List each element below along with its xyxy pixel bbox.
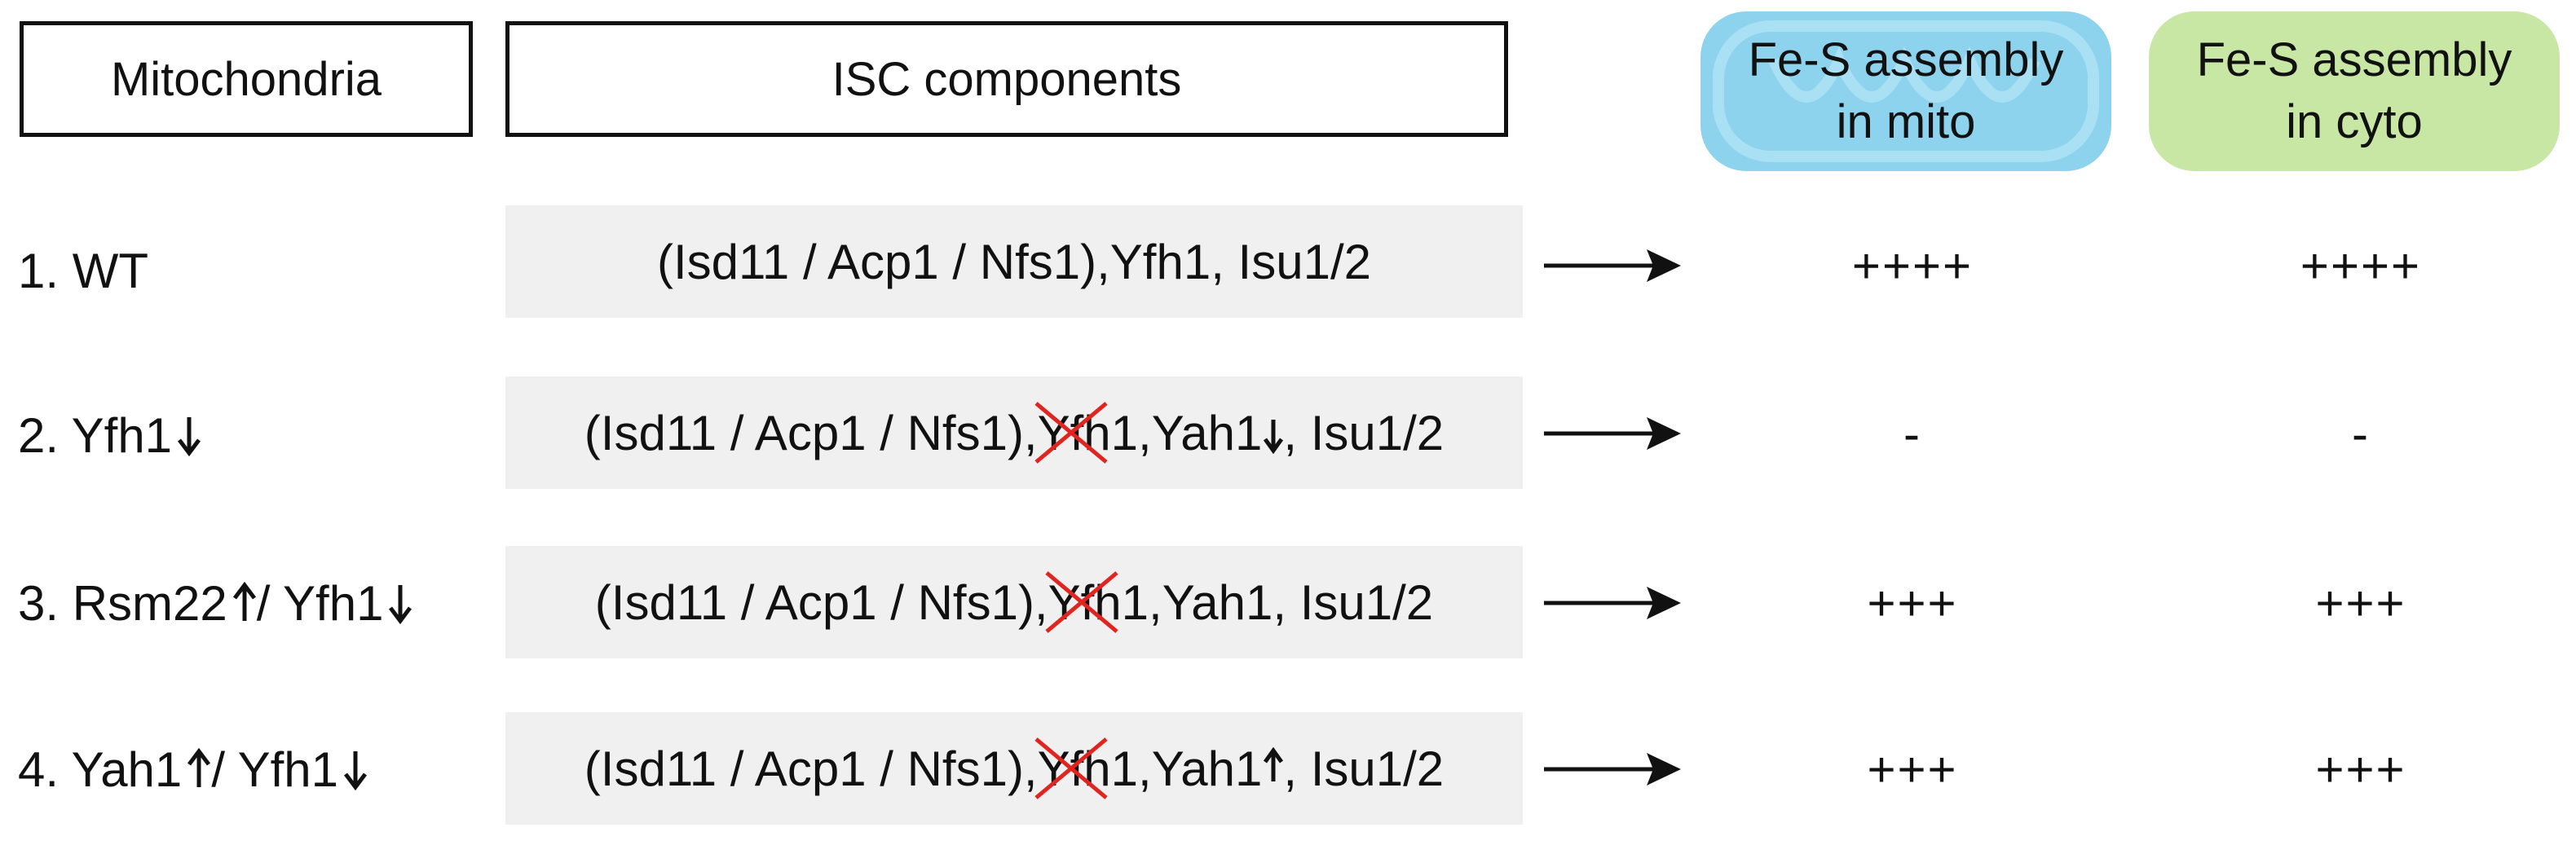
row-2-yah1: Yah1 [1151, 405, 1263, 460]
red-cross-icon [1044, 570, 1118, 633]
row-2-label: 2. Yfh1 [18, 394, 201, 476]
row-1-strain: 1. WT [18, 243, 148, 298]
up-arrow-icon [187, 748, 211, 790]
row-4-complex: (Isd11 / Acp1 / Nfs1), [584, 741, 1038, 796]
down-arrow-icon [1264, 411, 1284, 454]
row-3-strain-a: 3. Rsm22 [18, 575, 227, 631]
header-fe-s-cyto: Fe-S assembly in cyto [2149, 11, 2560, 171]
mitochondrion-icon [1713, 20, 2099, 162]
cyto-header-line2: in cyto [2286, 95, 2423, 148]
right-arrow-icon [1544, 587, 1681, 619]
row-3-strain-b: / Yfh1 [256, 575, 384, 631]
header-isc-label: ISC components [831, 52, 1182, 106]
row-2-complex: (Isd11 / Acp1 / Nfs1), [584, 405, 1038, 460]
row-4-yah1: Yah1 [1151, 741, 1263, 796]
down-arrow-icon [388, 582, 412, 624]
row-1-cyto-result: ++++ [2300, 238, 2422, 293]
row-2-cyto-result: - [2352, 406, 2370, 461]
header-isc-components: ISC components [505, 21, 1508, 137]
row-2-components: (Isd11 / Acp1 / Nfs1), Yfh1 , Yah1 , Isu… [505, 376, 1523, 489]
row-4-mito-result: +++ [1867, 742, 1958, 797]
row-4-strain-a: 4. Yah1 [18, 742, 183, 797]
row-2-strain: 2. Yfh1 [18, 407, 173, 463]
right-arrow-icon [1544, 417, 1681, 450]
right-arrow-icon [1544, 249, 1681, 282]
row-1-components: (Isd11 / Acp1 / Nfs1), Yfh1 , Isu1/2 [505, 205, 1523, 318]
red-cross-icon [1034, 737, 1108, 799]
row-2-mito-result: - [1903, 406, 1921, 461]
row-4-label: 4. Yah1 / Yfh1 [18, 728, 368, 810]
header-mitochondria-label: Mitochondria [110, 52, 382, 106]
row-1-yfh1: Yfh1 [1109, 234, 1211, 289]
red-cross-icon [1034, 401, 1108, 464]
row-4-strain-b: / Yfh1 [211, 742, 338, 797]
row-3-yah1: Yah1 [1162, 574, 1273, 630]
row-3-isu: , Isu1/2 [1273, 574, 1434, 630]
row-3-yfh1-deleted: Yfh1 [1044, 570, 1149, 633]
row-4-yfh1-deleted: Yfh1 [1034, 737, 1138, 799]
mito-header-line2: in mito [1836, 95, 1976, 148]
mito-header-line1: Fe-S assembly [1748, 33, 2064, 86]
row-3-mito-result: +++ [1867, 575, 1958, 631]
row-1-label: 1. WT [18, 230, 148, 311]
row-3-components: (Isd11 / Acp1 / Nfs1), Yfh1 , Yah1 , Isu… [505, 546, 1523, 658]
down-arrow-icon [177, 414, 201, 456]
row-4-cyto-result: +++ [2315, 742, 2406, 797]
right-arrow-icon [1544, 753, 1681, 786]
row-3-cyto-result: +++ [2315, 575, 2406, 631]
cyto-header-line1: Fe-S assembly [2196, 33, 2512, 86]
row-2-isu: , Isu1/2 [1283, 405, 1445, 460]
up-arrow-icon [232, 582, 257, 624]
row-3-label: 3. Rsm22 / Yfh1 [18, 562, 412, 644]
up-arrow-icon [1264, 747, 1284, 790]
row-2-yfh1-deleted: Yfh1 [1034, 401, 1138, 464]
row-4-isu: , Isu1/2 [1283, 741, 1445, 796]
row-3-complex: (Isd11 / Acp1 / Nfs1), [594, 574, 1048, 630]
row-4-components: (Isd11 / Acp1 / Nfs1), Yfh1 , Yah1 , Isu… [505, 712, 1523, 825]
header-mitochondria: Mitochondria [20, 21, 473, 137]
header-fe-s-mito: Fe-S assembly in mito [1700, 11, 2111, 171]
down-arrow-icon [343, 748, 368, 790]
row-1-isu: , Isu1/2 [1211, 234, 1372, 289]
row-1-mito-result: ++++ [1851, 238, 1974, 293]
row-1-complex: (Isd11 / Acp1 / Nfs1), [656, 234, 1110, 289]
